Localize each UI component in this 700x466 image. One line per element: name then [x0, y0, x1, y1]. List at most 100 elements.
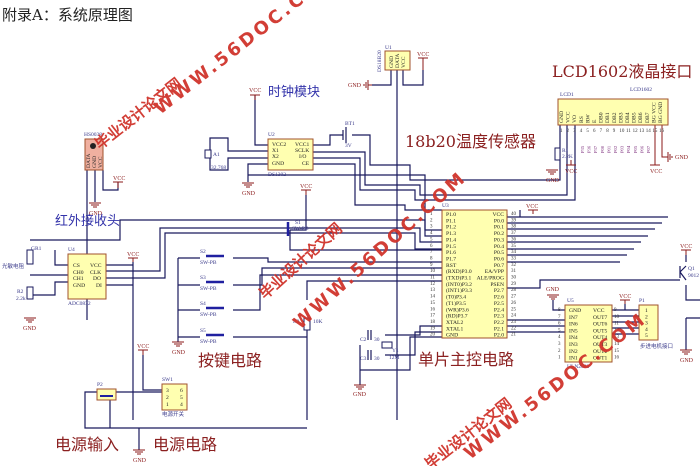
- lcd-pin-number: 10: [619, 129, 625, 134]
- lcd1602-connector: LCD1602 LCD1 GND1VCC2VO3RS4RW5E6DB07DB18…: [554, 87, 669, 161]
- svg-text:VCC: VCC: [650, 169, 662, 175]
- gnd-symbol: GND: [348, 80, 372, 90]
- svg-text:HS0038: HS0038: [84, 132, 102, 138]
- svg-text:12M: 12M: [389, 355, 400, 361]
- mcu-pin-number: 36: [511, 237, 517, 242]
- lcd-pin-number: 2: [567, 129, 570, 134]
- lcd-pin-number: 11: [626, 129, 631, 134]
- p1-pin-label: 2: [645, 314, 648, 320]
- lcd-pin-number: 16: [659, 129, 665, 134]
- svg-text:GND: GND: [348, 83, 362, 89]
- mcu-pin-label: P0.5: [494, 250, 504, 256]
- mcu-pin-number: 30: [511, 276, 517, 281]
- lcd-net-label: P35: [580, 145, 585, 153]
- vcc-symbol: VCC: [127, 252, 139, 262]
- svg-text:SW-PB: SW-PB: [200, 339, 217, 345]
- mcu-pin-label: P2.3: [494, 314, 504, 320]
- svg-text:SW-PB: SW-PB: [292, 226, 309, 232]
- wires: [30, 70, 700, 450]
- uln-pin-number: 2: [558, 349, 561, 354]
- svg-text:DATA: DATA: [86, 154, 92, 168]
- crystal-a1: [204, 149, 212, 159]
- mcu-pin-label: P0.1: [494, 225, 504, 231]
- svg-text:GR1: GR1: [31, 246, 42, 252]
- mcu-pin-label: P2.0: [494, 333, 504, 339]
- lcd-pin-label: BG VCC: [651, 102, 657, 123]
- lcd-pin-number: 15: [652, 129, 658, 134]
- mcu-pin-number: 34: [511, 250, 517, 255]
- svg-text:VCC: VCC: [137, 344, 149, 350]
- svg-text:2.2k: 2.2k: [16, 296, 26, 302]
- mcu-pin-number: 32: [511, 263, 517, 268]
- mcu-pin-label: P0.2: [494, 231, 504, 237]
- lcd-pin-label: RW: [585, 114, 591, 123]
- vcc-symbol: VCC: [650, 125, 662, 175]
- power-switch-sw1: SW1 3 2 1 6 5 4 电源开关: [161, 377, 188, 418]
- mcu-pin-label: P1.4: [446, 237, 456, 243]
- uln2003-driver: U5 ULN2003 GND8IN77IN66IN55IN44IN33IN22I…: [558, 298, 620, 370]
- svg-text:VCC: VCC: [526, 204, 538, 210]
- lcd-pin-label: DB3: [618, 112, 624, 123]
- lcd-pin-label: DB7: [645, 112, 651, 123]
- light-sensor: GR1 光敏电阻 R2 2.2k: [2, 246, 42, 302]
- section-power-circuit-label: 电源电路: [153, 435, 217, 454]
- reset-switch-s1: S1 SW-PB: [286, 220, 309, 236]
- gnd-symbol: GND: [680, 349, 694, 364]
- lcd-net-label: P03: [620, 145, 625, 153]
- svg-text:VCC: VCC: [300, 184, 312, 190]
- mcu-pin-label: P1.6: [446, 250, 456, 256]
- svg-text:GND: GND: [272, 161, 284, 167]
- uln-pin-label: IN2: [569, 349, 578, 355]
- mcu-pin-number: 6: [430, 244, 433, 249]
- svg-text:2: 2: [166, 395, 169, 401]
- mcu-pin-number: 39: [511, 218, 517, 223]
- mcu-pin-label: P1.1: [446, 218, 456, 224]
- uln-pin-label: OUT1: [593, 356, 607, 362]
- svg-text:30: 30: [374, 356, 380, 362]
- svg-text:VCC: VCC: [565, 169, 577, 175]
- lcd-net-label: P04: [626, 145, 631, 153]
- svg-text:32.768: 32.768: [211, 165, 226, 171]
- mcu-pin-number: 14: [430, 295, 436, 300]
- svg-text:X1: X1: [272, 148, 279, 154]
- lcd-pin-number: 4: [580, 129, 583, 134]
- p1-pin-label: 3: [645, 321, 648, 327]
- svg-text:R2: R2: [17, 289, 24, 295]
- mcu-pin-label: P0.3: [494, 237, 504, 243]
- mcu-pin-number: 31: [511, 269, 517, 274]
- power-symbols: VCC GND VCC GND VCC GND VCC GND VCC GND …: [23, 52, 694, 464]
- mcu-pin-number: 17: [430, 314, 436, 319]
- svg-text:GND: GND: [546, 287, 560, 293]
- svg-text:ULN2003: ULN2003: [567, 364, 590, 370]
- lcd-pin-label: DB5: [632, 112, 638, 123]
- mcu-pin-label: XTAL1: [446, 326, 463, 332]
- svg-text:S4: S4: [200, 301, 206, 307]
- ds18b20-sensor: U1 DS18B20 GND DATA VCC: [377, 45, 411, 72]
- mcu-pin-label: P2.1: [494, 326, 504, 332]
- resistor-r3: R3 10K: [293, 317, 323, 331]
- mcu-pin-label: P2.2: [494, 320, 504, 326]
- lcd-pin-number: 9: [613, 129, 616, 134]
- svg-text:BT1: BT1: [345, 121, 355, 127]
- svg-text:GND: GND: [133, 458, 147, 464]
- mcu-pin-label: P2.7: [494, 288, 504, 294]
- lcd-pin-number: 13: [639, 129, 645, 134]
- mcu-pin-number: 4: [430, 231, 433, 236]
- mcu-pin-number: 12: [430, 282, 436, 287]
- mcu-pin-label: XTAL2: [446, 320, 463, 326]
- svg-text:DS1302: DS1302: [268, 172, 286, 178]
- mcu-pin-label: P1.5: [446, 244, 456, 250]
- svg-text:GND: GND: [89, 211, 103, 217]
- mcu-pin-number: 25: [511, 307, 517, 312]
- lcd-pin-number: 3: [573, 129, 576, 134]
- svg-text:30: 30: [374, 337, 380, 343]
- mcu-pin-label: (T0)P3.4: [446, 294, 466, 301]
- svg-text:U2: U2: [268, 132, 275, 138]
- mcu-pin-number: 15: [430, 301, 436, 306]
- section-temp-label: 18b20温度传感器: [405, 132, 536, 151]
